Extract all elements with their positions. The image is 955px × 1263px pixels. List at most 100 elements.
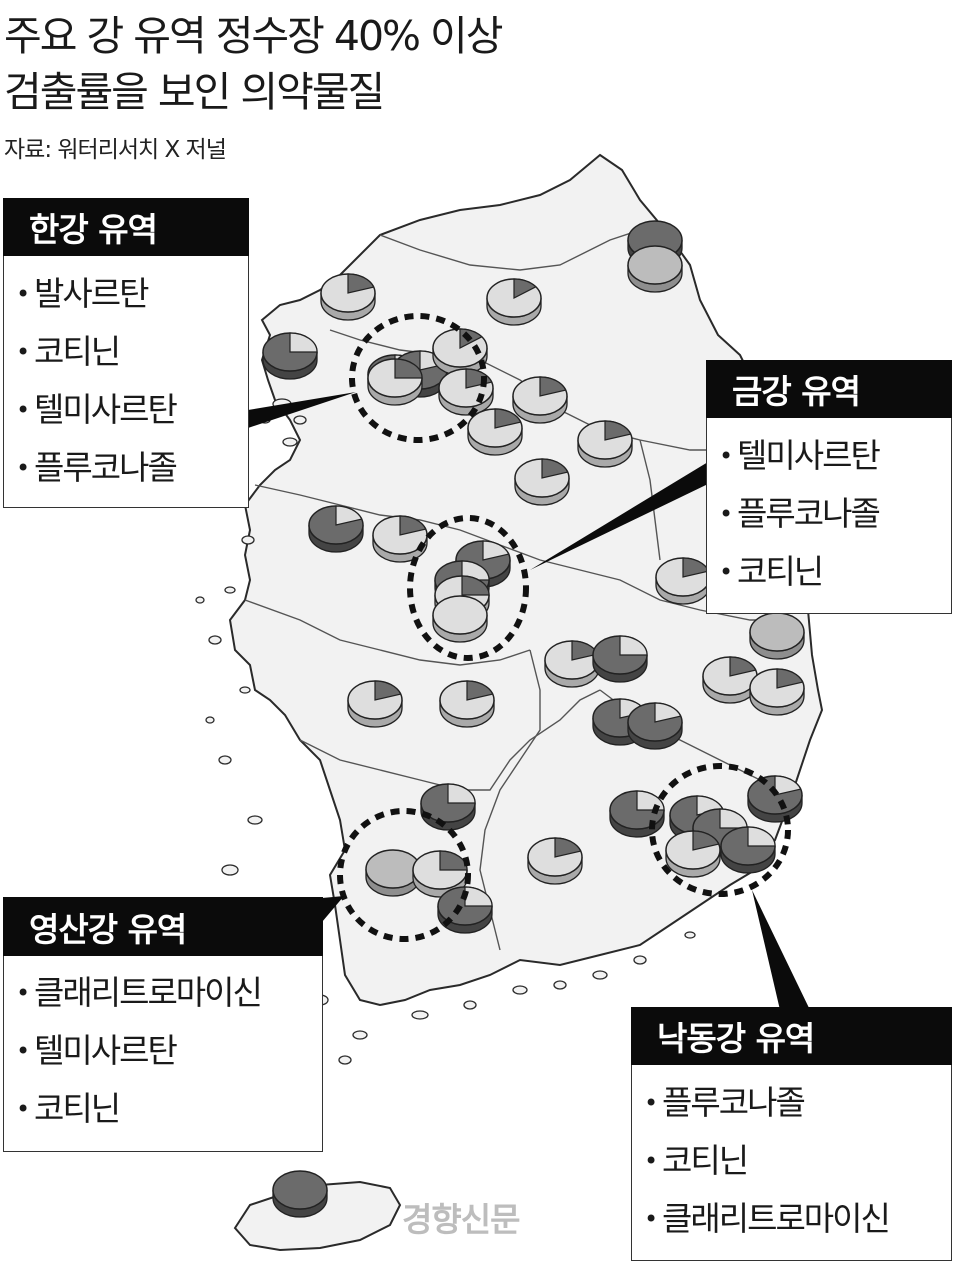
pie-marker: [747, 775, 803, 823]
pie-wedge: [461, 575, 490, 596]
highlight-geum: [407, 515, 529, 661]
pie-wedge: [482, 540, 510, 561]
pie-marker: [544, 640, 600, 688]
pie-marker: [437, 886, 493, 934]
region-box-han: 발사르탄 코티닌 텔미사르탄 플루코나졸: [3, 255, 249, 508]
pie-wedge: [692, 830, 720, 851]
pointer-nakdong: [752, 890, 810, 1010]
drug-item: 플루코나졸: [707, 485, 881, 543]
pie-wedge: [347, 273, 375, 294]
coastal-islands: [184, 398, 696, 1065]
pie-marker: [420, 783, 476, 831]
pie-markers: [262, 220, 805, 1218]
pie-marker: [486, 278, 542, 326]
pie-marker: [514, 458, 570, 506]
region-header-han: 한강 유역: [3, 198, 249, 256]
drug-item: 코티닌: [632, 1132, 889, 1190]
pie-top: [627, 245, 683, 285]
pie-marker: [609, 790, 665, 838]
pie-wedge: [774, 775, 802, 796]
pie-top: [432, 595, 488, 635]
drug-item: 발사르탄: [4, 265, 176, 323]
pie-marker: [272, 1170, 328, 1218]
pie-marker: [365, 849, 421, 897]
pie-wedge: [494, 408, 522, 429]
highlight-nakdong: [649, 763, 791, 897]
pie-marker: [665, 830, 721, 878]
pie-wedge: [399, 515, 427, 536]
drug-item: 클래리트로마이신: [4, 964, 263, 1022]
pie-marker: [347, 680, 403, 728]
pie-marker: [592, 635, 648, 683]
drug-item: 텔미사르탄: [707, 427, 881, 485]
pie-wedge: [654, 702, 682, 723]
highlight-circles: [337, 313, 791, 942]
pie-marker: [627, 245, 683, 293]
callout-pointers: [248, 392, 810, 1010]
pie-wedge: [729, 656, 757, 677]
drug-item: 코티닌: [4, 1080, 261, 1138]
pie-marker: [372, 515, 428, 563]
pie-marker: [720, 826, 776, 874]
drug-item: 텔미사르탄: [4, 1022, 261, 1080]
drug-item: 코티닌: [4, 323, 176, 381]
pie-marker: [320, 273, 376, 321]
pie-wedge: [539, 376, 567, 397]
source-credit: 자료: 워터리서치 X 저널: [4, 137, 227, 163]
pie-wedge: [466, 680, 494, 701]
pie-marker: [367, 358, 423, 406]
pie-wedge: [554, 837, 582, 858]
pie-marker: [749, 612, 805, 660]
pie-wedge: [513, 278, 537, 299]
publisher-watermark: 경향신문: [402, 1200, 520, 1239]
region-box-nakdong: 플루코나졸 코티닌 클래리트로마이신: [631, 1064, 952, 1261]
pie-top: [272, 1170, 328, 1210]
pointer-yeongsan: [322, 896, 344, 922]
drug-item: 코티닌: [707, 543, 879, 601]
pie-marker: [432, 595, 488, 643]
pointer-geum: [530, 462, 708, 570]
pointer-han: [248, 392, 356, 428]
title-line-1: 주요 강 유역 정수장 40% 이상: [4, 12, 503, 60]
pie-marker: [749, 668, 805, 716]
pie-marker: [527, 837, 583, 885]
title-line-2: 검출률을 보인 의약물질: [4, 68, 385, 116]
highlight-yeongsan: [337, 808, 471, 942]
pie-wedge: [374, 680, 402, 701]
pie-marker: [438, 368, 494, 416]
pie-marker: [412, 850, 468, 898]
pie-marker: [627, 702, 683, 750]
pie-marker: [577, 420, 633, 468]
pie-marker: [512, 376, 568, 424]
pie-marker: [308, 505, 364, 553]
region-header-yeongsan: 영산강 유역: [3, 897, 323, 956]
pie-marker: [439, 680, 495, 728]
pie-wedge: [464, 886, 493, 907]
pie-top: [749, 612, 805, 652]
drug-item: 플루코나졸: [4, 439, 178, 497]
pie-wedge: [619, 635, 648, 656]
pie-top: [365, 849, 421, 889]
pie-marker: [262, 332, 318, 380]
pie-marker: [702, 656, 758, 704]
pie-wedge: [604, 420, 632, 441]
region-box-yeongsan: 클래리트로마이신 텔미사르탄 코티닌: [3, 955, 323, 1152]
pie-wedge: [394, 358, 423, 379]
pie-wedge: [461, 560, 490, 581]
pie-wedge: [776, 668, 804, 689]
pie-marker: [467, 408, 523, 456]
pie-wedge: [447, 783, 476, 804]
pie-wedge: [335, 505, 363, 526]
drug-item: 플루코나졸: [632, 1074, 889, 1132]
highlight-han: [349, 313, 487, 443]
drug-item: 클래리트로마이신: [632, 1190, 891, 1248]
pie-wedge: [747, 826, 776, 847]
pie-wedge: [541, 458, 569, 479]
pie-marker: [655, 557, 711, 605]
region-header-geum: 금강 유역: [706, 360, 952, 418]
region-header-nakdong: 낙동강 유역: [631, 1007, 952, 1065]
region-box-geum: 텔미사르탄 플루코나졸 코티닌: [706, 417, 952, 614]
pie-wedge: [439, 850, 468, 871]
drug-item: 텔미사르탄: [4, 381, 178, 439]
